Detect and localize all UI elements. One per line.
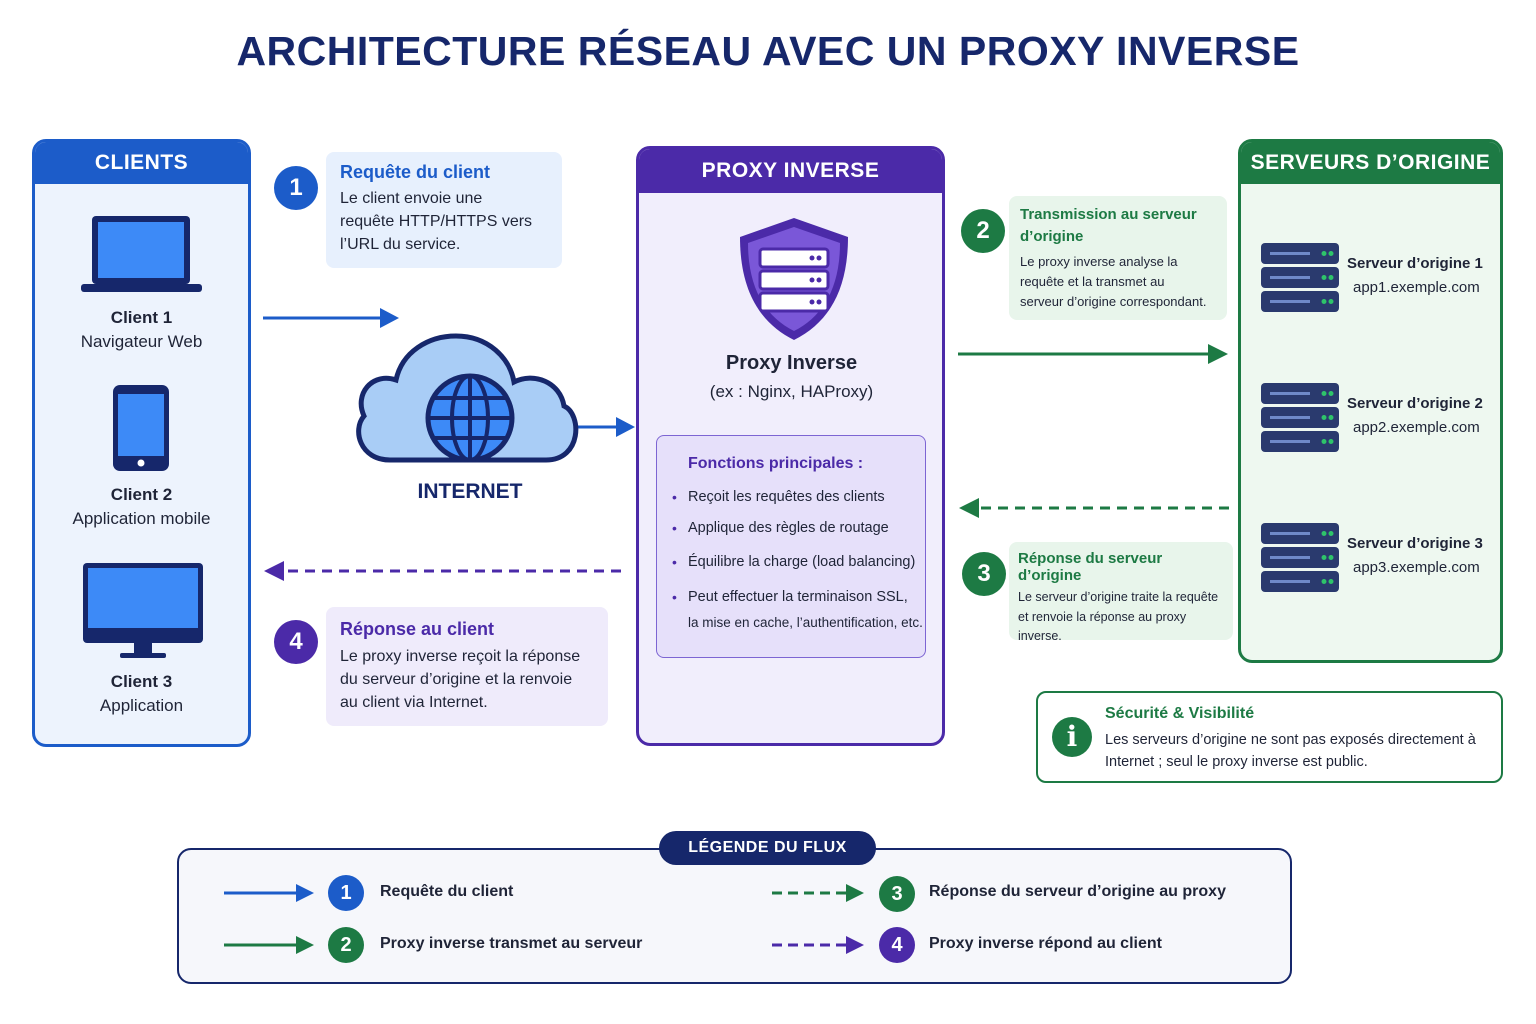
step-3-text: Le serveur d’origine traite la requête e…: [1018, 590, 1219, 643]
step-4-box: Réponse au client Le proxy inverse reçoi…: [326, 607, 608, 726]
step-4-badge: 4: [274, 620, 318, 664]
function-item: Équilibre la charge (load balancing): [672, 554, 915, 570]
legend-label-4: Proxy inverse répond au client: [929, 935, 1162, 952]
arrow-client-to-internet: [263, 308, 399, 328]
legend-badge-1: 1: [328, 875, 364, 911]
security-box: [1036, 691, 1503, 783]
step-4-text: Le proxy inverse reçoit la réponse du se…: [340, 648, 581, 711]
server-rack-icon: [1261, 383, 1339, 452]
step-2-text: Le proxy inverse analyse la requête et l…: [1020, 254, 1207, 309]
client-1-label: Client 1 Navigateur Web: [80, 308, 203, 351]
step-1-box: Requête du client Le client envoie une r…: [326, 152, 562, 268]
step-1-title: Requête du client: [340, 162, 491, 182]
server-1-host: app1.exemple.com: [1353, 279, 1480, 296]
server-rack-icon: [1261, 243, 1339, 312]
function-item: Peut effectuer la terminaison SSL,: [672, 589, 908, 605]
server-2-host: app2.exemple.com: [1353, 419, 1480, 436]
desktop-icon: [83, 563, 203, 658]
info-icon: i: [1052, 717, 1092, 757]
phone-icon: [113, 385, 169, 471]
client-3-label: Client 3 Application: [99, 672, 184, 715]
security-title: Sécurité & Visibilité: [1105, 705, 1255, 722]
legend-badge-4: 4: [879, 927, 915, 963]
internet-label: INTERNET: [417, 480, 523, 503]
legend-label-1: Requête du client: [380, 883, 514, 900]
security-text: Les serveurs d’origine ne sont pas expos…: [1105, 732, 1476, 770]
legend-badge-2: 2: [328, 927, 364, 963]
proxy-name: Proxy Inverse: [725, 352, 858, 374]
step-3-box: Réponse du serveur d’origine Le serveur …: [1009, 542, 1233, 643]
step-2-box: Transmission au serveur d’origine Le pro…: [1009, 196, 1227, 320]
function-item: Reçoit les requêtes des clients: [672, 489, 885, 505]
servers-header: SERVEURS D’ORIGINE: [1241, 142, 1500, 184]
step-2-badge: 2: [961, 209, 1005, 253]
functions-box: [656, 435, 926, 658]
clients-header: CLIENTS: [35, 142, 248, 184]
page-title: ARCHITECTURE RÉSEAU AVEC UN PROXY INVERS…: [236, 28, 1300, 74]
step-3-title: Réponse du serveur d’origine: [1018, 550, 1163, 584]
step-3-badge: 3: [962, 552, 1006, 596]
function-item-continued: la mise en cache, l’authentification, et…: [688, 615, 923, 630]
legend-badge-3: 3: [879, 876, 915, 912]
proxy-subtitle: (ex : Nginx, HAProxy): [709, 382, 874, 401]
step-2-title: Transmission au serveur d’origine: [1020, 206, 1197, 245]
legend-title: LÉGENDE DU FLUX: [659, 831, 876, 865]
server-1-name: Serveur d’origine 1: [1347, 255, 1483, 272]
legend-box: [177, 848, 1292, 984]
laptop-icon: [81, 216, 202, 292]
shield-server-icon: [740, 218, 848, 340]
cloud-globe-icon: [356, 333, 579, 463]
server-3-host: app3.exemple.com: [1353, 559, 1480, 576]
client-2-label: Client 2 Application mobile: [72, 485, 211, 528]
arrow-proxy-to-servers: [958, 344, 1228, 364]
function-item: Applique des règles de routage: [672, 520, 889, 536]
server-2-name: Serveur d’origine 2: [1347, 395, 1483, 412]
step-1-badge: 1: [274, 166, 318, 210]
arrow-internet-to-proxy: [578, 417, 635, 437]
legend-label-3: Réponse du serveur d’origine au proxy: [929, 883, 1226, 900]
server-rack-icon: [1261, 523, 1339, 592]
proxy-header: PROXY INVERSE: [639, 149, 942, 193]
arrow-servers-to-proxy: [959, 498, 1229, 518]
functions-title: Fonctions principales :: [688, 455, 864, 472]
arrow-proxy-to-client: [264, 561, 621, 581]
legend-label-2: Proxy inverse transmet au serveur: [380, 935, 643, 952]
step-1-text: Le client envoie une requête HTTP/HTTPS …: [340, 190, 533, 253]
step-4-title: Réponse au client: [340, 619, 495, 639]
server-3-name: Serveur d’origine 3: [1347, 535, 1483, 552]
